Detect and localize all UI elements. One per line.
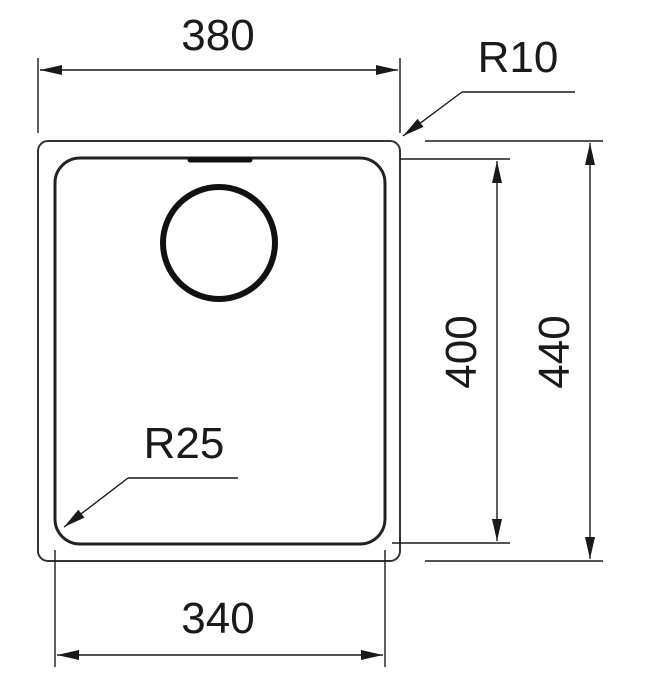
dimension-inner-radius: R25 [63, 419, 238, 528]
inner-width-label: 340 [181, 594, 254, 643]
dimension-outer-radius: R10 [402, 33, 575, 137]
inner-radius-label: R25 [144, 419, 225, 468]
dimension-outer-height: 440 [425, 140, 603, 562]
outer-width-label: 380 [181, 11, 254, 60]
dimension-inner-width: 340 [54, 550, 386, 667]
sink-outer-outline [37, 140, 401, 562]
inner-height-label: 400 [437, 315, 486, 388]
drain-hole [160, 184, 278, 302]
outer-radius-label: R10 [478, 33, 559, 82]
outer-height-label: 440 [530, 315, 579, 388]
sink-bowl-outline [53, 156, 387, 546]
dimension-outer-width: 380 [37, 11, 401, 133]
dimension-inner-height: 400 [392, 158, 510, 544]
